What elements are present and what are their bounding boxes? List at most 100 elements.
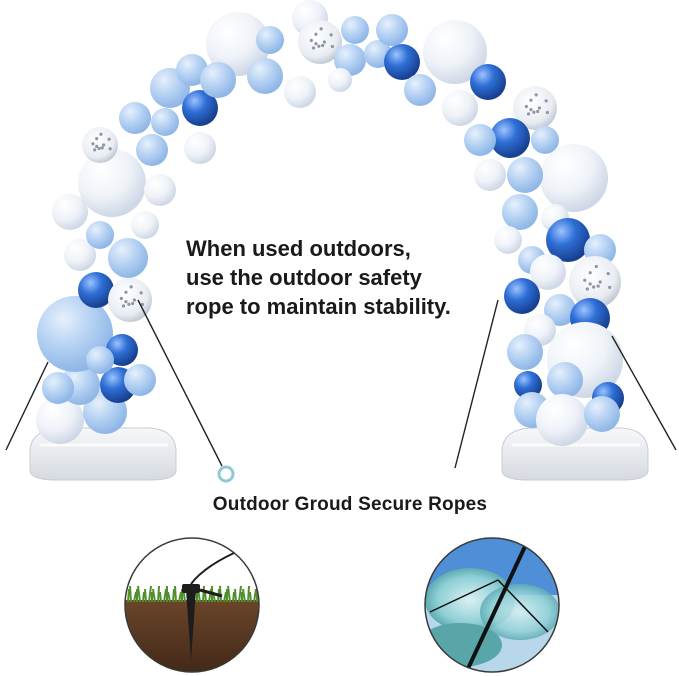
confetti-dot (97, 146, 101, 151)
confetti-dot (119, 296, 123, 301)
balloon-arch (36, 0, 624, 446)
confetti-dot (596, 284, 600, 288)
balloon (334, 44, 366, 76)
grass-blade (137, 585, 141, 603)
confetti-dot (608, 285, 612, 289)
metallic-balloon (490, 118, 530, 158)
grass-blade (234, 588, 237, 603)
confetti-dot (309, 38, 313, 43)
confetti-dot (102, 143, 106, 147)
balloon (78, 149, 146, 217)
balloon (494, 226, 522, 254)
confetti-dot (529, 98, 533, 102)
ground-stake-inset (125, 538, 264, 672)
confetti-dot (108, 147, 112, 151)
grass-blade (172, 588, 175, 603)
grass-blade (202, 585, 205, 603)
balloon (151, 108, 179, 136)
confetti-dot (588, 282, 592, 286)
confetti-dot (592, 285, 596, 289)
balloon (328, 68, 352, 92)
confetti-dot (127, 302, 131, 306)
grass-blade (263, 589, 264, 602)
confetti-dot (107, 137, 111, 141)
caption-line-3: rope to maintain stability. (186, 294, 451, 319)
grass-blade (167, 591, 171, 603)
confetti-dot (311, 46, 316, 50)
metallic-balloon (470, 64, 506, 100)
confetti-dot (588, 271, 592, 275)
metallic-balloon (78, 272, 114, 308)
confetti-dot (532, 110, 536, 114)
confetti-dot (139, 291, 143, 295)
grass-blade (142, 591, 145, 603)
confetti-dot (121, 304, 126, 308)
balloon (442, 90, 478, 126)
confetti-dot (583, 278, 587, 282)
confetti-dot (526, 112, 531, 116)
grass-blade (238, 585, 242, 603)
metallic-balloon (504, 278, 540, 314)
balloon (86, 346, 114, 374)
confetti-dot (124, 290, 128, 294)
balloon (341, 16, 369, 44)
balloon (86, 221, 114, 249)
metallic-balloon (106, 334, 138, 366)
confetti-balloon (569, 256, 621, 308)
right-water-weight-base (501, 427, 649, 481)
metallic-balloon (384, 44, 420, 80)
confetti-dot (537, 106, 542, 110)
ground-stake-icon (124, 537, 260, 673)
grass-blade (232, 591, 235, 603)
balloon (144, 174, 176, 206)
balloon (531, 126, 559, 154)
balloon (507, 334, 543, 370)
confetti-dot (544, 99, 548, 103)
confetti-dot (124, 300, 128, 304)
confetti-dot (131, 301, 135, 306)
confetti-dot (132, 298, 136, 302)
grass-blade (247, 585, 250, 603)
caption-line-2: use the outdoor safety (186, 265, 422, 290)
confetti-dot (100, 146, 104, 150)
confetti-dot (140, 302, 145, 307)
water-base-rope-inset (425, 538, 559, 672)
caption-line-1: When used outdoors, (186, 236, 411, 261)
confetti-dot (319, 27, 323, 31)
grass-blade (253, 588, 257, 603)
confetti-dot (545, 110, 550, 115)
balloon (536, 394, 588, 446)
grass-blade (129, 585, 132, 603)
balloon (464, 124, 496, 156)
metallic-balloon (182, 90, 218, 126)
safety-ropes (5, 299, 677, 469)
confetti-balloon (513, 86, 557, 130)
confetti-dot (606, 272, 610, 276)
balloon (64, 239, 96, 271)
confetti-dot (95, 137, 99, 141)
balloon (544, 294, 576, 326)
balloon (530, 254, 566, 290)
rope-ring-icon (217, 465, 235, 483)
outdoor-safety-caption: When used outdoors, use the outdoor safe… (186, 234, 526, 321)
grass-blade (178, 591, 182, 603)
grass-blade (223, 591, 227, 603)
grass-blade (249, 591, 252, 603)
confetti-dot (95, 144, 99, 148)
grass-blade (157, 585, 160, 603)
balloon (507, 157, 543, 193)
metallic-balloon (514, 371, 542, 399)
balloon (376, 14, 408, 46)
grass-blade (163, 588, 167, 603)
balloon (423, 20, 487, 84)
balloon (184, 132, 216, 164)
confetti-dot (529, 108, 533, 112)
confetti-dot (93, 148, 97, 152)
confetti-dot (321, 43, 325, 48)
confetti-balloon (82, 127, 118, 163)
confetti-dot (534, 93, 538, 97)
balloon (502, 194, 538, 230)
balloon (206, 12, 270, 76)
confetti-dot (99, 132, 103, 136)
